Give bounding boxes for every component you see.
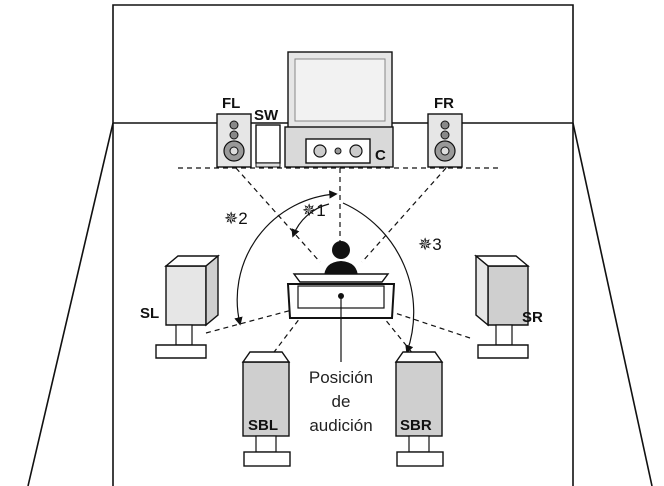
surround-back-right-speaker-icon <box>394 351 444 467</box>
label-center: C <box>375 147 386 164</box>
listening-position-line1: Posición <box>309 368 373 387</box>
tv-icon <box>287 51 393 129</box>
listening-position-line3: audición <box>309 416 372 435</box>
label-surround-back-left: SBL <box>248 417 278 434</box>
listening-position-line2: de <box>332 392 351 411</box>
listener-icon <box>324 241 358 278</box>
angle-note-2: ✵2 <box>224 209 248 228</box>
angle-arcs <box>234 190 415 354</box>
front-left-speaker-icon <box>216 113 252 168</box>
subwoofer-icon <box>255 124 281 168</box>
label-surround-left: SL <box>140 305 159 322</box>
surround-left-speaker-icon <box>155 254 220 359</box>
label-subwoofer: SW <box>254 107 279 124</box>
surround-back-left-speaker-icon <box>241 351 291 467</box>
label-surround-right: SR <box>522 309 543 326</box>
center-speaker-icon <box>284 126 394 168</box>
room-outline <box>27 4 653 486</box>
label-surround-back-right: SBR <box>400 417 432 434</box>
label-front-left: FL <box>222 95 240 112</box>
front-right-speaker-icon <box>427 113 463 168</box>
label-front-right: FR <box>434 95 454 112</box>
surround-right-speaker-icon <box>474 254 530 359</box>
angle-note-1: ✵1 <box>302 201 326 220</box>
angle-note-3: ✵3 <box>418 235 442 254</box>
listening-position-label: Posición de audición <box>298 362 384 440</box>
